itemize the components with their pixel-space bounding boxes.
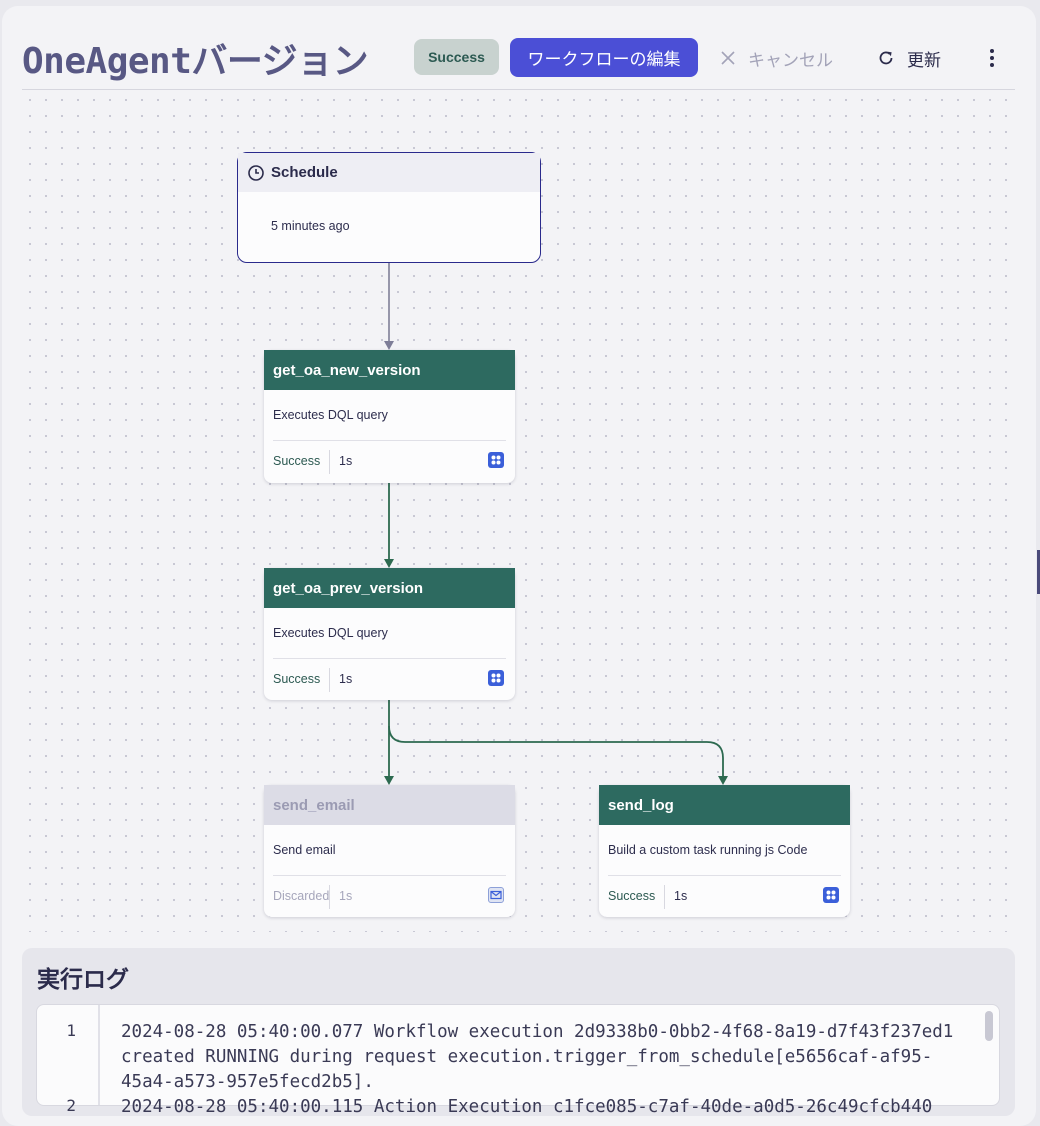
side-panel-handle[interactable] xyxy=(1037,550,1040,594)
dql-icon xyxy=(488,670,504,686)
execution-log-panel: 実行ログ 1 2 2024-08-28 05:40:00.077 Workflo… xyxy=(22,948,1015,1117)
line-number: 2 xyxy=(66,1096,76,1115)
line-number: 1 xyxy=(66,1021,76,1040)
task-description: Executes DQL query xyxy=(273,626,388,640)
refresh-button[interactable]: 更新 xyxy=(877,40,941,76)
page-header: OneAgentバージョン Success ワークフローの編集 キャンセル 更新 xyxy=(22,30,1015,90)
log-line: 2024-08-28 05:40:00.077 Workflow executi… xyxy=(121,1022,954,1092)
refresh-icon xyxy=(877,49,895,67)
schedule-time: 5 minutes ago xyxy=(271,219,350,233)
close-icon xyxy=(720,50,736,66)
cancel-button[interactable]: キャンセル xyxy=(720,40,833,76)
log-scrollbar[interactable] xyxy=(985,1011,993,1041)
status-badge: Success xyxy=(414,39,499,75)
task-node-send-email[interactable]: send_email Send email Discarded 1s xyxy=(264,785,515,917)
line-number-gutter: 1 2 xyxy=(37,1005,100,1115)
schedule-trigger-node[interactable]: Schedule 5 minutes ago xyxy=(237,152,541,263)
task-node-send-log[interactable]: send_log Build a custom task running js … xyxy=(599,785,850,917)
page-title: OneAgentバージョン xyxy=(22,41,369,82)
task-name: get_oa_new_version xyxy=(264,350,515,390)
execution-log-viewer[interactable]: 1 2 2024-08-28 05:40:00.077 Workflow exe… xyxy=(36,1004,1000,1117)
task-description: Executes DQL query xyxy=(273,408,388,422)
task-status: Success xyxy=(273,672,321,686)
refresh-label: 更新 xyxy=(907,50,941,71)
execution-log-title: 実行ログ xyxy=(37,967,129,993)
task-description: Send email xyxy=(273,843,336,857)
task-duration: 1s xyxy=(674,889,688,903)
task-duration: 1s xyxy=(339,889,353,903)
task-node-get-oa-prev-version[interactable]: get_oa_prev_version Executes DQL query S… xyxy=(264,568,515,700)
task-node-get-oa-new-version[interactable]: get_oa_new_version Executes DQL query Su… xyxy=(264,350,515,483)
task-duration: 1s xyxy=(339,454,353,468)
clock-icon xyxy=(247,164,265,182)
task-status: Success xyxy=(608,889,656,903)
schedule-title: Schedule xyxy=(271,164,338,181)
more-options-icon[interactable] xyxy=(980,42,1004,74)
task-description: Build a custom task running js Code xyxy=(608,843,808,857)
cancel-label: キャンセル xyxy=(748,50,833,71)
dql-icon xyxy=(488,452,504,468)
task-name: get_oa_prev_version xyxy=(264,568,515,608)
task-name: send_email xyxy=(264,785,515,825)
log-line: 2024-08-28 05:40:00.115 Action Execution… xyxy=(121,1097,933,1117)
task-status: Discarded xyxy=(273,889,330,903)
task-name: send_log xyxy=(599,785,850,825)
js-icon xyxy=(823,887,839,903)
task-status: Success xyxy=(273,454,321,468)
email-icon xyxy=(488,887,504,903)
task-duration: 1s xyxy=(339,672,353,686)
edit-workflow-button[interactable]: ワークフローの編集 xyxy=(510,38,698,77)
